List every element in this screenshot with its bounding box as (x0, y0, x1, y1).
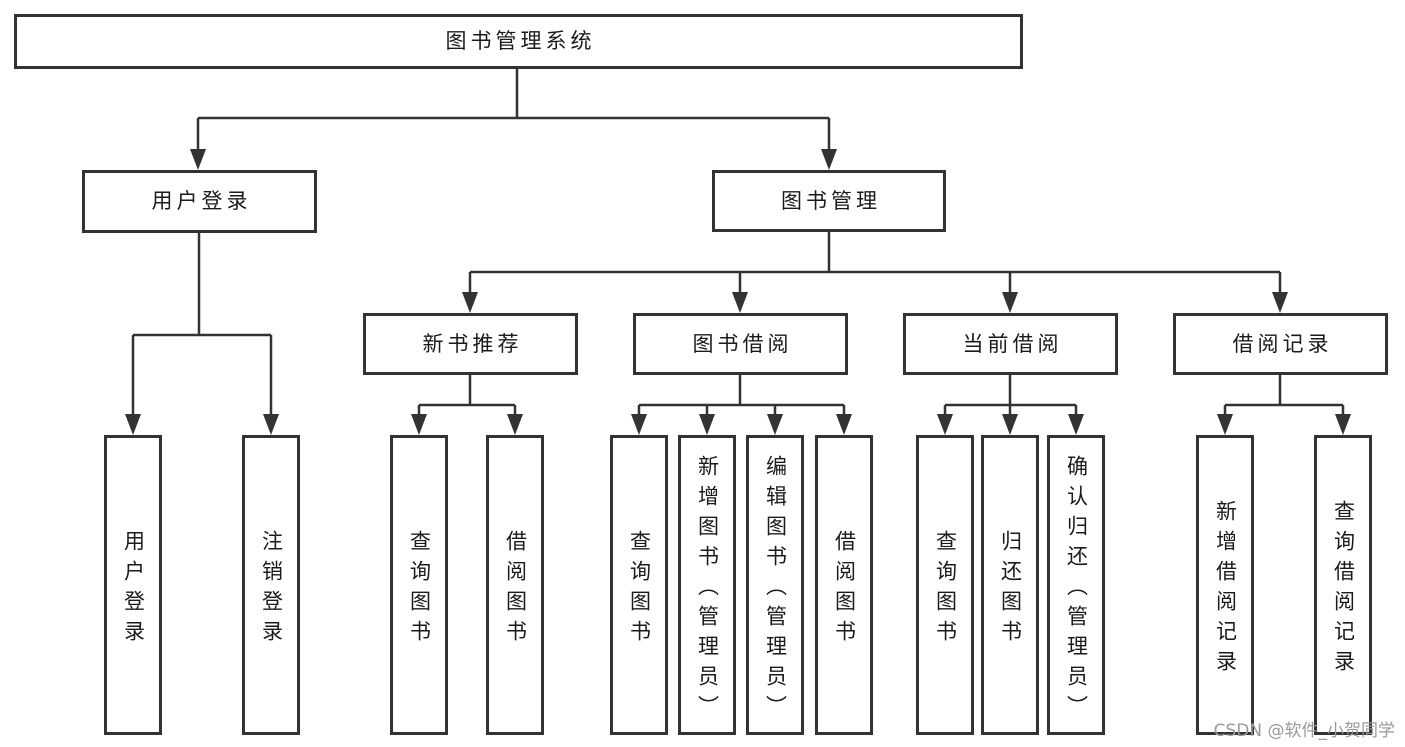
node-current-borrowing-label: 当前借阅 (962, 331, 1063, 356)
leaf-current-query-books-label: 查询图书 (933, 529, 958, 650)
leaf-records-query-borrow-record: 查询借阅记录 (1314, 435, 1372, 735)
node-root-label: 图书管理系统 (445, 29, 596, 53)
leaf-current-confirm-return-admin-label: 确认归还（管理员） (1064, 454, 1089, 725)
node-book-management-label: 图书管理 (781, 188, 881, 213)
leaf-current-return-books-label: 归还图书 (998, 529, 1023, 650)
node-borrow-records-label: 借阅记录 (1232, 331, 1333, 356)
leaf-borrowing-add-books-admin: 新增图书（管理员） (678, 435, 736, 735)
leaf-borrowing-edit-books-admin: 编辑图书（管理员） (746, 435, 804, 735)
leaf-logout-label: 注销登录 (259, 529, 284, 650)
leaf-recommend-query-books-label: 查询图书 (407, 529, 432, 650)
leaf-recommend-borrow-books: 借阅图书 (486, 435, 544, 735)
leaf-logout: 注销登录 (242, 435, 300, 735)
leaf-borrowing-add-books-admin-label: 新增图书（管理员） (695, 454, 720, 725)
leaf-borrowing-borrow-books-label: 借阅图书 (832, 529, 857, 650)
leaf-current-return-books: 归还图书 (981, 435, 1039, 735)
leaf-borrowing-query-books-label: 查询图书 (627, 529, 652, 650)
node-borrow-records: 借阅记录 (1173, 313, 1388, 375)
leaf-user-login-label: 用户登录 (121, 529, 146, 650)
node-book-borrowing-label: 图书借阅 (692, 331, 793, 356)
leaf-recommend-query-books: 查询图书 (390, 435, 448, 735)
leaf-records-add-borrow-record: 新增借阅记录 (1196, 435, 1254, 735)
arrowhead-icons (125, 149, 1351, 435)
leaf-user-login: 用户登录 (104, 435, 162, 735)
node-book-borrowing: 图书借阅 (633, 313, 848, 375)
node-book-management: 图书管理 (712, 170, 946, 232)
node-current-borrowing: 当前借阅 (903, 313, 1118, 375)
leaf-borrowing-edit-books-admin-label: 编辑图书（管理员） (763, 454, 788, 725)
leaf-recommend-borrow-books-label: 借阅图书 (503, 529, 528, 650)
node-user-login: 用户登录 (82, 170, 317, 233)
node-root-system: 图书管理系统 (14, 14, 1023, 69)
leaf-borrowing-query-books: 查询图书 (610, 435, 668, 735)
node-new-book-recommend: 新书推荐 (363, 313, 578, 375)
csdn-watermark: CSDN @软件_小贺同学 (1213, 721, 1395, 741)
leaf-records-add-borrow-record-label: 新增借阅记录 (1213, 499, 1238, 680)
node-user-login-label: 用户登录 (151, 189, 252, 213)
leaf-current-query-books: 查询图书 (916, 435, 974, 735)
leaf-borrowing-borrow-books: 借阅图书 (815, 435, 873, 735)
node-new-book-recommend-label: 新书推荐 (422, 331, 523, 356)
leaf-records-query-borrow-record-label: 查询借阅记录 (1331, 499, 1356, 680)
leaf-current-confirm-return-admin: 确认归还（管理员） (1047, 435, 1105, 735)
